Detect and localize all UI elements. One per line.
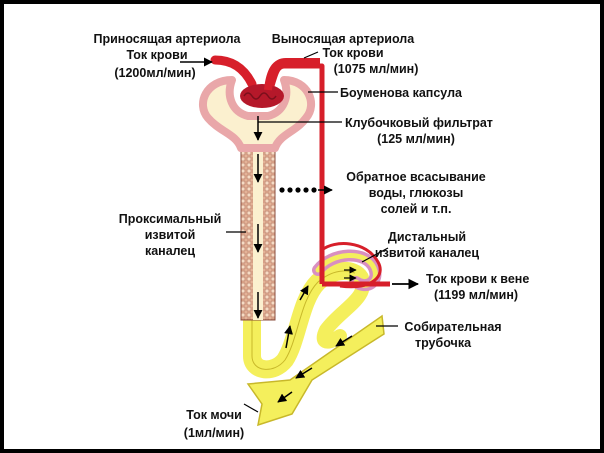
collecting-line1: Собирательная [404,320,502,334]
reabsorption-line1: Обратное всасывание [346,170,486,184]
bowman-capsule-shape [199,76,315,152]
efferent-flow-value: (1075 мл/мин) [333,62,419,76]
afferent-flow-label: Ток крови [126,48,188,62]
reabsorption-line2: воды, глюкозы [368,186,464,200]
efferent-title: Выносящая артериола [271,32,415,46]
filtrate-title: Клубочковый фильтрат [345,116,493,130]
bowman-capsule-label: Боуменова капсула [340,86,462,100]
efferent-flow-label: Ток крови [322,46,384,60]
afferent-title: Приносящая артериола [93,32,241,46]
collecting-line2: трубочка [414,336,472,350]
duct-arrow-3 [277,391,293,403]
urine-value: (1мл/мин) [183,426,245,440]
reabsorption-line3: солей и т.п. [380,202,452,216]
distal-line1: Дистальный [387,230,467,244]
vein-flow-value: (1199 мл/мин) [434,288,519,302]
proximal-line1: Проксимальный [118,212,222,226]
efferent-pointer [303,51,319,59]
duct-arrow-1 [335,335,353,347]
distal-pointer [361,247,389,263]
loop-arrow [284,325,293,349]
distal-connector [316,271,370,349]
proximal-line2: извитой [144,228,196,242]
proximal-line3: каналец [144,244,196,258]
urine-pointer [243,403,259,413]
afferent-flow-value: (1200мл/мин) [114,66,196,80]
duct-arrow-2 [295,367,313,379]
glomerulus [240,84,284,108]
afferent-arteriole [210,55,257,89]
efferent-arteriole-top [264,58,320,91]
filtrate-value: (125 мл/мин) [377,132,455,146]
glomerulus-texture [243,92,277,100]
reabsorption-dots [279,187,317,193]
vein-flow-title: Ток крови к вене [426,272,530,286]
distal-line2: извитой каналец [374,246,480,260]
loop-arrow-2 [299,285,309,301]
loop-of-henle-outline [251,270,361,370]
urine-title: Ток мочи [186,408,242,422]
